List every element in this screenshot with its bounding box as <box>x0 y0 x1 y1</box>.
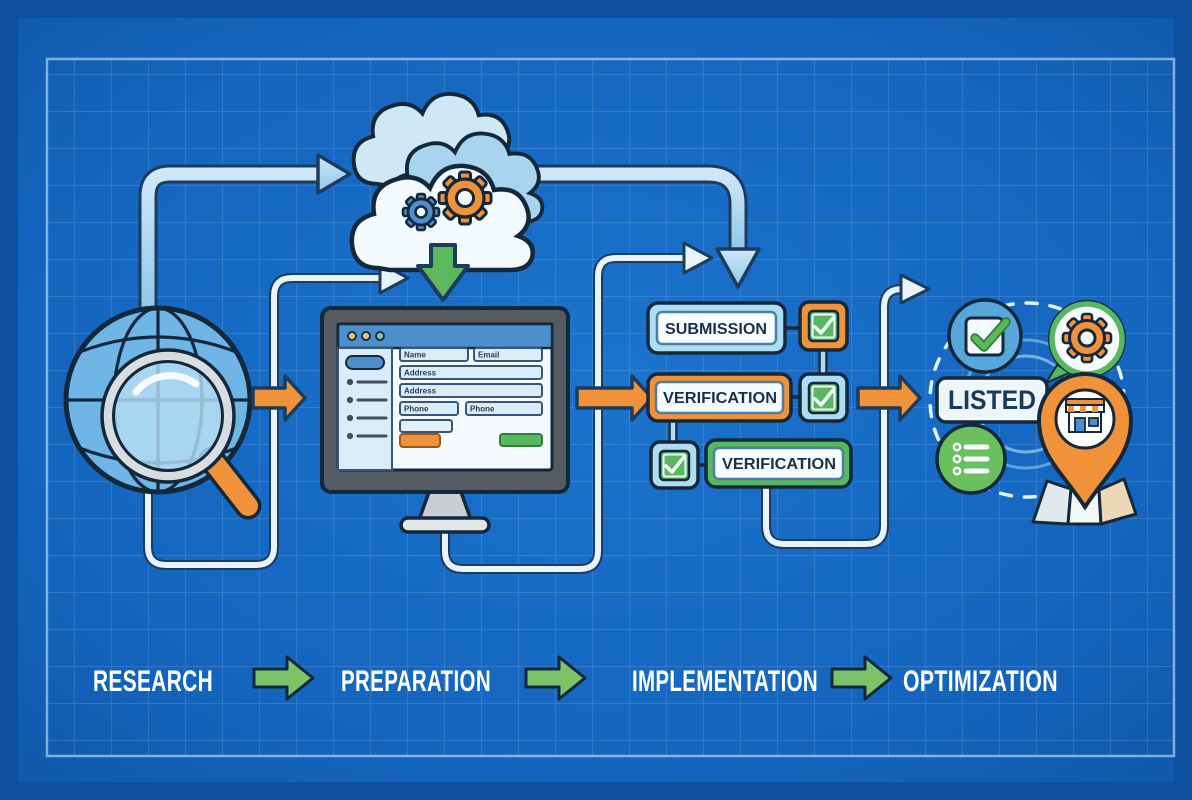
phone-field-2 <box>465 401 543 416</box>
form-cancel-button <box>399 433 441 448</box>
arrow-verification-to-listed <box>856 374 922 422</box>
address-field-label: Address <box>404 369 437 378</box>
window-dot-icon <box>347 331 357 341</box>
flow-boxes-cluster: SUBMISSION VERIFICATION <box>646 300 853 490</box>
listing-form: Name Email Address Address Phone Phone <box>399 347 543 448</box>
stage-label-preparation: PREPARATION <box>341 665 491 698</box>
globe-with-magnifier-icon <box>63 305 262 520</box>
window-dot-icon <box>375 331 385 341</box>
loop-arrow-monitor-to-submission <box>440 241 714 574</box>
arrowhead-right-icon <box>899 273 931 305</box>
checkmark-icon <box>813 388 835 407</box>
listed-badge: LISTED <box>935 376 1049 424</box>
gear-small-icon <box>401 192 441 232</box>
monitor-base <box>399 516 491 534</box>
verification2-label: VERIFICATION <box>722 456 836 473</box>
loop-arrow-verification-to-optimization <box>761 273 931 549</box>
stage-labels-row: RESEARCH PREPARATION IMPLEMENTATION OPTI… <box>93 655 1058 701</box>
empty-field <box>399 419 453 433</box>
address-field-2-label: Address <box>404 387 437 396</box>
magnifier-handle <box>202 450 258 516</box>
submission-label: SUBMISSION <box>665 321 767 338</box>
list-icon <box>952 442 990 476</box>
phone-field-2-label: Phone <box>470 405 495 414</box>
verification-box-1: VERIFICATION <box>646 372 793 423</box>
window-dot-icon <box>361 331 371 341</box>
gear-large-icon <box>437 170 493 226</box>
phone-field-label: Phone <box>404 405 429 414</box>
name-field-label: Name <box>404 351 426 360</box>
checkmark-icon <box>664 455 686 474</box>
check-badge-1 <box>798 300 849 352</box>
sidebar-menu-items <box>346 378 388 440</box>
blueprint-border <box>45 57 1176 758</box>
address-field-2 <box>399 383 543 398</box>
check-badge-3 <box>649 440 700 490</box>
listed-result-cluster: LISTED <box>928 298 1138 526</box>
checkmark-icon <box>972 319 1009 350</box>
arrowhead-right-icon <box>682 241 714 275</box>
form-submit-button <box>499 433 543 447</box>
arrow-cloud-to-submission <box>526 164 761 289</box>
gear-speech-bubble-icon <box>1043 300 1126 386</box>
monitor-stand <box>416 490 474 522</box>
phone-field <box>399 401 459 416</box>
monitor-with-form-icon: Name Email Address Address Phone Phone <box>320 306 570 534</box>
arrow-globe-to-monitor <box>251 374 307 422</box>
gear-icon <box>1061 312 1113 364</box>
checkmark-icon <box>813 316 835 335</box>
verification-box-2: VERIFICATION <box>704 438 853 489</box>
arrowhead-down-icon <box>715 247 761 289</box>
email-field <box>473 347 543 362</box>
check-badge-2 <box>798 372 849 423</box>
submission-box: SUBMISSION <box>646 301 787 355</box>
stage-arrow-icon <box>524 655 587 701</box>
verification1-label: VERIFICATION <box>663 390 777 407</box>
email-field-label: Email <box>478 351 499 360</box>
stage-label-optimization: OPTIMIZATION <box>903 665 1058 698</box>
stage-arrow-icon <box>830 655 893 701</box>
listed-label: LISTED <box>948 385 1036 415</box>
arrow-globe-to-cloud <box>138 153 352 322</box>
arrow-cloud-to-monitor <box>416 243 470 302</box>
stage-arrow-icon <box>252 655 315 701</box>
arrow-monitor-to-verification <box>575 374 654 422</box>
cloud-with-gears-icon <box>349 92 545 302</box>
check-circle-icon <box>947 298 1023 374</box>
name-field <box>399 347 469 362</box>
map-pin-storefront-icon <box>1036 372 1134 511</box>
list-circle-icon <box>935 423 1007 495</box>
magnifier-icon <box>100 348 262 520</box>
stage-label-research: RESEARCH <box>93 665 213 698</box>
address-field <box>399 365 543 380</box>
stage-label-implementation: IMPLEMENTATION <box>632 665 818 698</box>
arrowhead-right-icon <box>316 153 352 195</box>
storefront-icon <box>1065 398 1105 433</box>
sidebar-button <box>345 355 385 370</box>
